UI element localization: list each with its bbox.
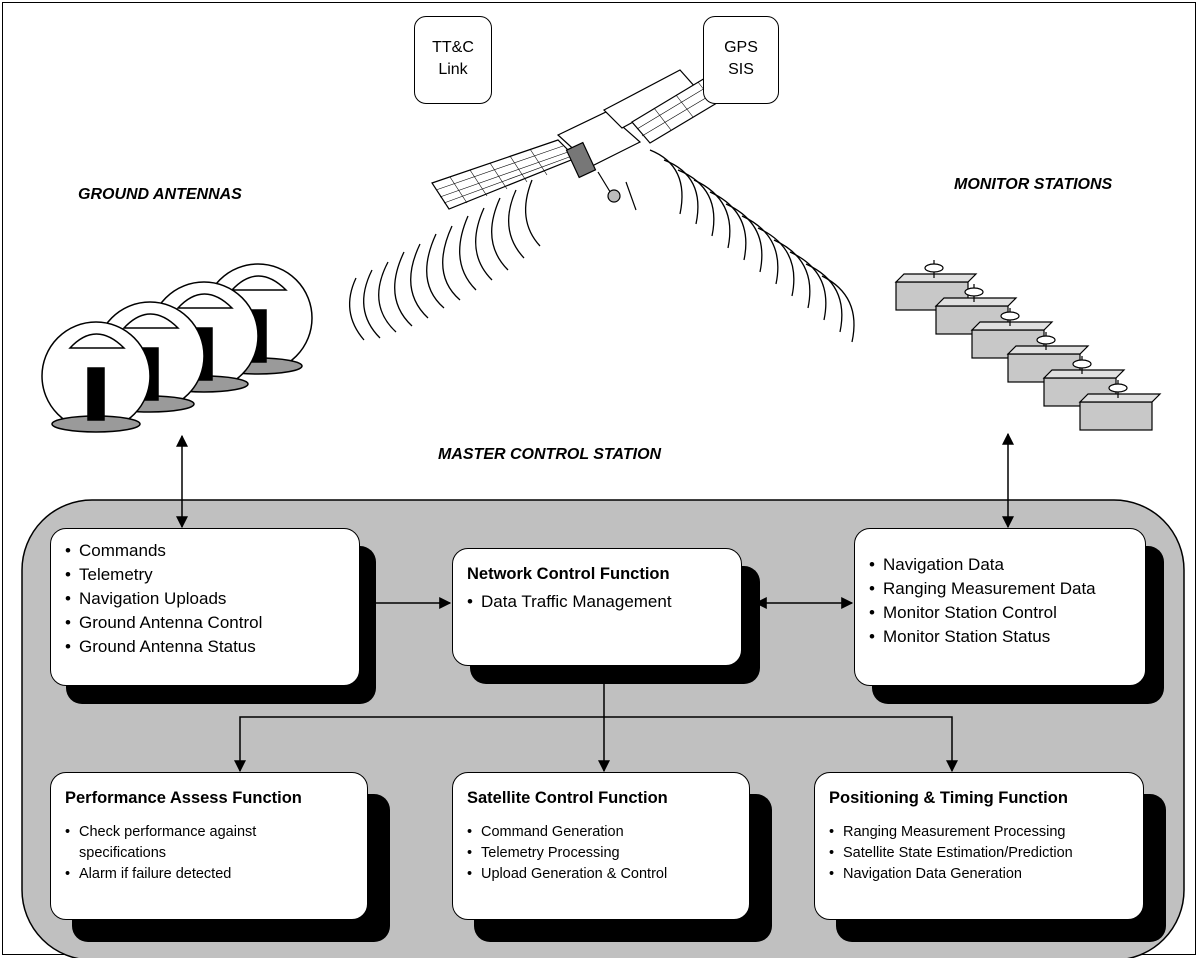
list-item: Command Generation (467, 822, 735, 843)
ttc-link-line2: Link (438, 61, 468, 78)
network-control-box: Network Control Function Data Traffic Ma… (452, 548, 742, 666)
ttc-link-caption: TT&C Link (414, 16, 492, 104)
network-control-list: Data Traffic Management (467, 590, 727, 614)
satellite-control-title: Satellite Control Function (467, 789, 668, 807)
list-item: Navigation Data Generation (829, 864, 1129, 885)
ttc-link-line1: TT&C (432, 39, 474, 56)
positioning-timing-title: Positioning & Timing Function (829, 789, 1068, 807)
list-item: Ground Antenna Control (65, 611, 345, 635)
list-item: Upload Generation & Control (467, 864, 735, 885)
ground-antenna-io-list: Commands Telemetry Navigation Uploads Gr… (65, 539, 345, 659)
performance-assess-title: Performance Assess Function (65, 789, 302, 807)
ground-antenna-dishes (41, 263, 313, 433)
list-item: Data Traffic Management (467, 590, 727, 614)
arrow-branch-to-performance (234, 716, 604, 773)
list-item: Alarm if failure detected (65, 864, 335, 885)
gps-sis-line1: GPS (724, 39, 758, 56)
list-item: Telemetry (65, 563, 345, 587)
list-item: Ranging Measurement Processing (829, 822, 1129, 843)
monitor-stations-label: MONITOR STATIONS (954, 176, 1113, 193)
master-control-station-label: MASTER CONTROL STATION (438, 446, 662, 463)
ttc-signal-waves (349, 179, 541, 341)
monitor-station-receivers (894, 260, 1162, 431)
satellite-control-box: Satellite Control Function Command Gener… (452, 772, 750, 920)
positioning-timing-box: Positioning & Timing Function Ranging Me… (814, 772, 1144, 920)
gps-signal-waves (649, 149, 855, 343)
gps-sis-line2: SIS (728, 61, 754, 78)
network-control-title: Network Control Function (467, 565, 670, 583)
arrow-branch-to-positioning (604, 716, 958, 773)
list-item: Navigation Data (869, 553, 1131, 577)
positioning-timing-list: Ranging Measurement Processing Satellite… (829, 822, 1129, 885)
list-item: Telemetry Processing (467, 843, 735, 864)
gps-sis-caption: GPS SIS (703, 16, 779, 104)
ground-antenna-io-box: Commands Telemetry Navigation Uploads Gr… (50, 528, 360, 686)
performance-assess-list: Check performance against specifications… (65, 822, 335, 885)
list-item: Satellite State Estimation/Prediction (829, 843, 1129, 864)
list-item: Check performance against specifications (65, 822, 335, 864)
list-item: Ground Antenna Status (65, 635, 345, 659)
list-item: Ranging Measurement Data (869, 577, 1131, 601)
list-item: Commands (65, 539, 345, 563)
list-item: Navigation Uploads (65, 587, 345, 611)
list-item: Monitor Station Control (869, 601, 1131, 625)
performance-assess-box: Performance Assess Function Check perfor… (50, 772, 368, 920)
list-item: Monitor Station Status (869, 625, 1131, 649)
satellite-control-list: Command Generation Telemetry Processing … (467, 822, 735, 885)
monitor-station-io-box: Navigation Data Ranging Measurement Data… (854, 528, 1146, 686)
ground-antennas-label: GROUND ANTENNAS (78, 186, 242, 203)
monitor-station-io-list: Navigation Data Ranging Measurement Data… (869, 553, 1131, 649)
